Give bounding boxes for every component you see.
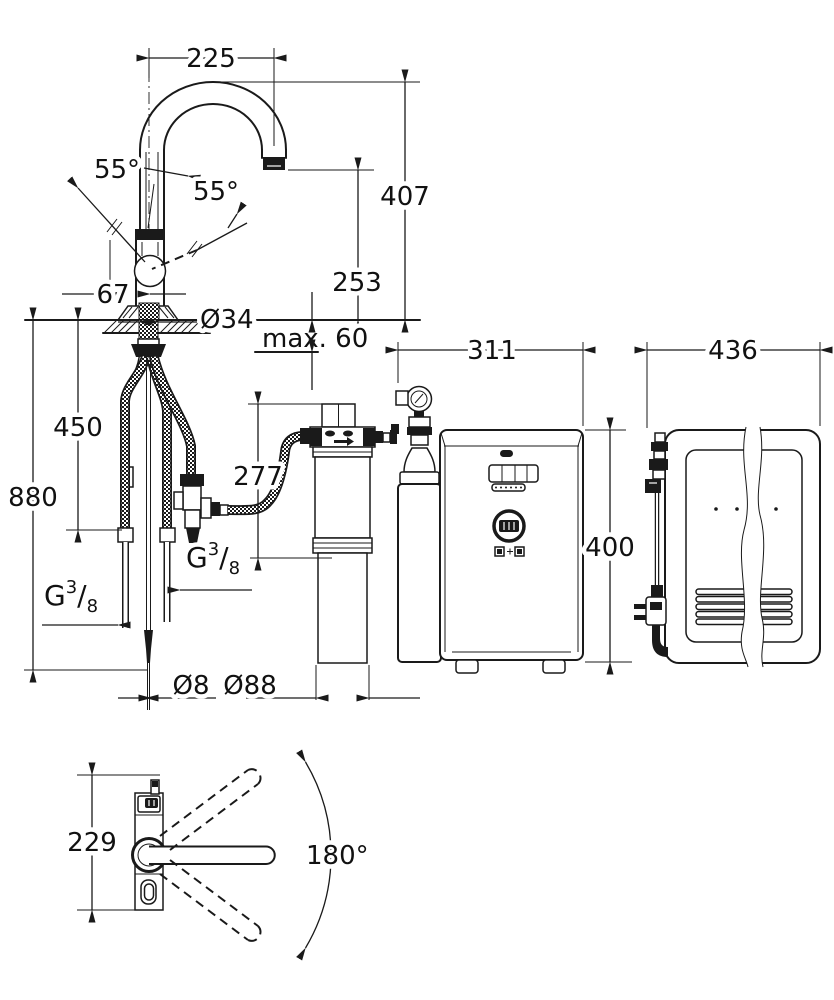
co2-bottle-body bbox=[397, 483, 442, 663]
dim-angle-right: 55° bbox=[193, 177, 239, 207]
cooler-front-view bbox=[439, 429, 584, 674]
dim-swivel-angle: 180° bbox=[306, 841, 369, 871]
dim-counter-max: max. 60 bbox=[262, 324, 368, 354]
indicator-strip bbox=[491, 483, 526, 492]
dim-hose-880: 880 bbox=[8, 483, 58, 513]
cooler-foot bbox=[542, 659, 566, 674]
dimensions-cooler: 311 436 400 bbox=[385, 332, 833, 675]
check-valve bbox=[173, 431, 304, 543]
dim-filter-height: 277 bbox=[233, 462, 283, 492]
dim-base-height: 229 bbox=[67, 828, 117, 858]
tube-end bbox=[144, 630, 153, 663]
cooler-body bbox=[439, 429, 584, 661]
dim-cooler-height: 400 bbox=[585, 533, 635, 563]
flow-arrow-icon bbox=[334, 437, 354, 446]
status-led-icon bbox=[500, 450, 513, 457]
dim-spout-reach: 225 bbox=[186, 44, 236, 74]
dim-hose-450: 450 bbox=[53, 413, 103, 443]
water-type-icons bbox=[494, 546, 525, 557]
spout-swivel-positions bbox=[159, 768, 262, 942]
faucet-side-view bbox=[116, 48, 287, 322]
dim-height-outlet: 253 bbox=[332, 268, 382, 298]
cooler-side-view bbox=[634, 426, 821, 668]
cartridge-upper-body bbox=[314, 456, 371, 539]
dim-handle-offset: 67 bbox=[96, 280, 129, 310]
handle-pivot bbox=[133, 254, 167, 288]
cartridge-lower-body bbox=[317, 552, 368, 664]
dim-height-total: 407 bbox=[380, 182, 430, 212]
rear-fittings bbox=[634, 432, 668, 657]
dim-cooler-width: 311 bbox=[467, 336, 517, 366]
filter-cartridge bbox=[300, 403, 397, 664]
co2-bottle bbox=[391, 385, 442, 663]
dim-tube-dia: Ø8 bbox=[172, 671, 209, 701]
dim-angle-left: 55° bbox=[94, 155, 140, 185]
dim-cartridge-dia: Ø88 bbox=[223, 671, 277, 701]
cooler-foot bbox=[455, 659, 479, 674]
faucet-top-view: 180° 229 bbox=[63, 749, 373, 961]
spout-outlet bbox=[263, 157, 285, 170]
under-counter-hoses bbox=[117, 355, 196, 710]
dim-body-dia: Ø34 bbox=[200, 305, 254, 335]
display-panel bbox=[488, 464, 539, 483]
dim-cooler-depth: 436 bbox=[708, 336, 758, 366]
power-plug-side bbox=[645, 596, 667, 626]
spout-top-view bbox=[149, 845, 276, 865]
dimensions-faucet: 225 407 253 55° 55° 67 Ø34 max. 60 bbox=[62, 40, 434, 390]
mounting-nut bbox=[131, 344, 166, 357]
dimensions-under-counter: 450 880 277 G3/8 G3/8 Ø8 Ø88 bbox=[4, 307, 420, 706]
